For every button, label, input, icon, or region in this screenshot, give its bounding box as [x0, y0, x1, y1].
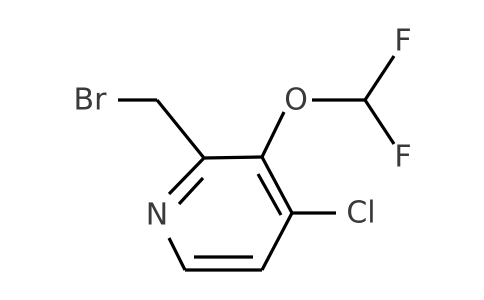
atom-labels: Br O F F N Cl [74, 24, 412, 233]
bond-c3-o [260, 111, 286, 158]
atom-f-bottom: F [394, 140, 411, 175]
bonds [118, 55, 396, 272]
bond-c3-c4 [260, 156, 294, 214]
bond-n-c2 [167, 156, 206, 196]
atom-o: O [284, 83, 308, 118]
bond-chf2-f-top [363, 55, 396, 101]
bond-c6-n [167, 237, 187, 271]
atom-n: N [146, 198, 168, 233]
bond-c2-c3 [203, 155, 263, 160]
bond-c3-c4-inner [256, 173, 283, 216]
bond-c4-c5 [260, 212, 294, 271]
bond-chf2-f-bottom [363, 99, 396, 145]
atom-cl: Cl [346, 196, 375, 231]
atom-br: Br [74, 83, 108, 118]
atom-f-top: F [394, 24, 411, 59]
bond-c2-ch2 [155, 98, 206, 160]
bond-n-c2-inner [177, 176, 205, 206]
